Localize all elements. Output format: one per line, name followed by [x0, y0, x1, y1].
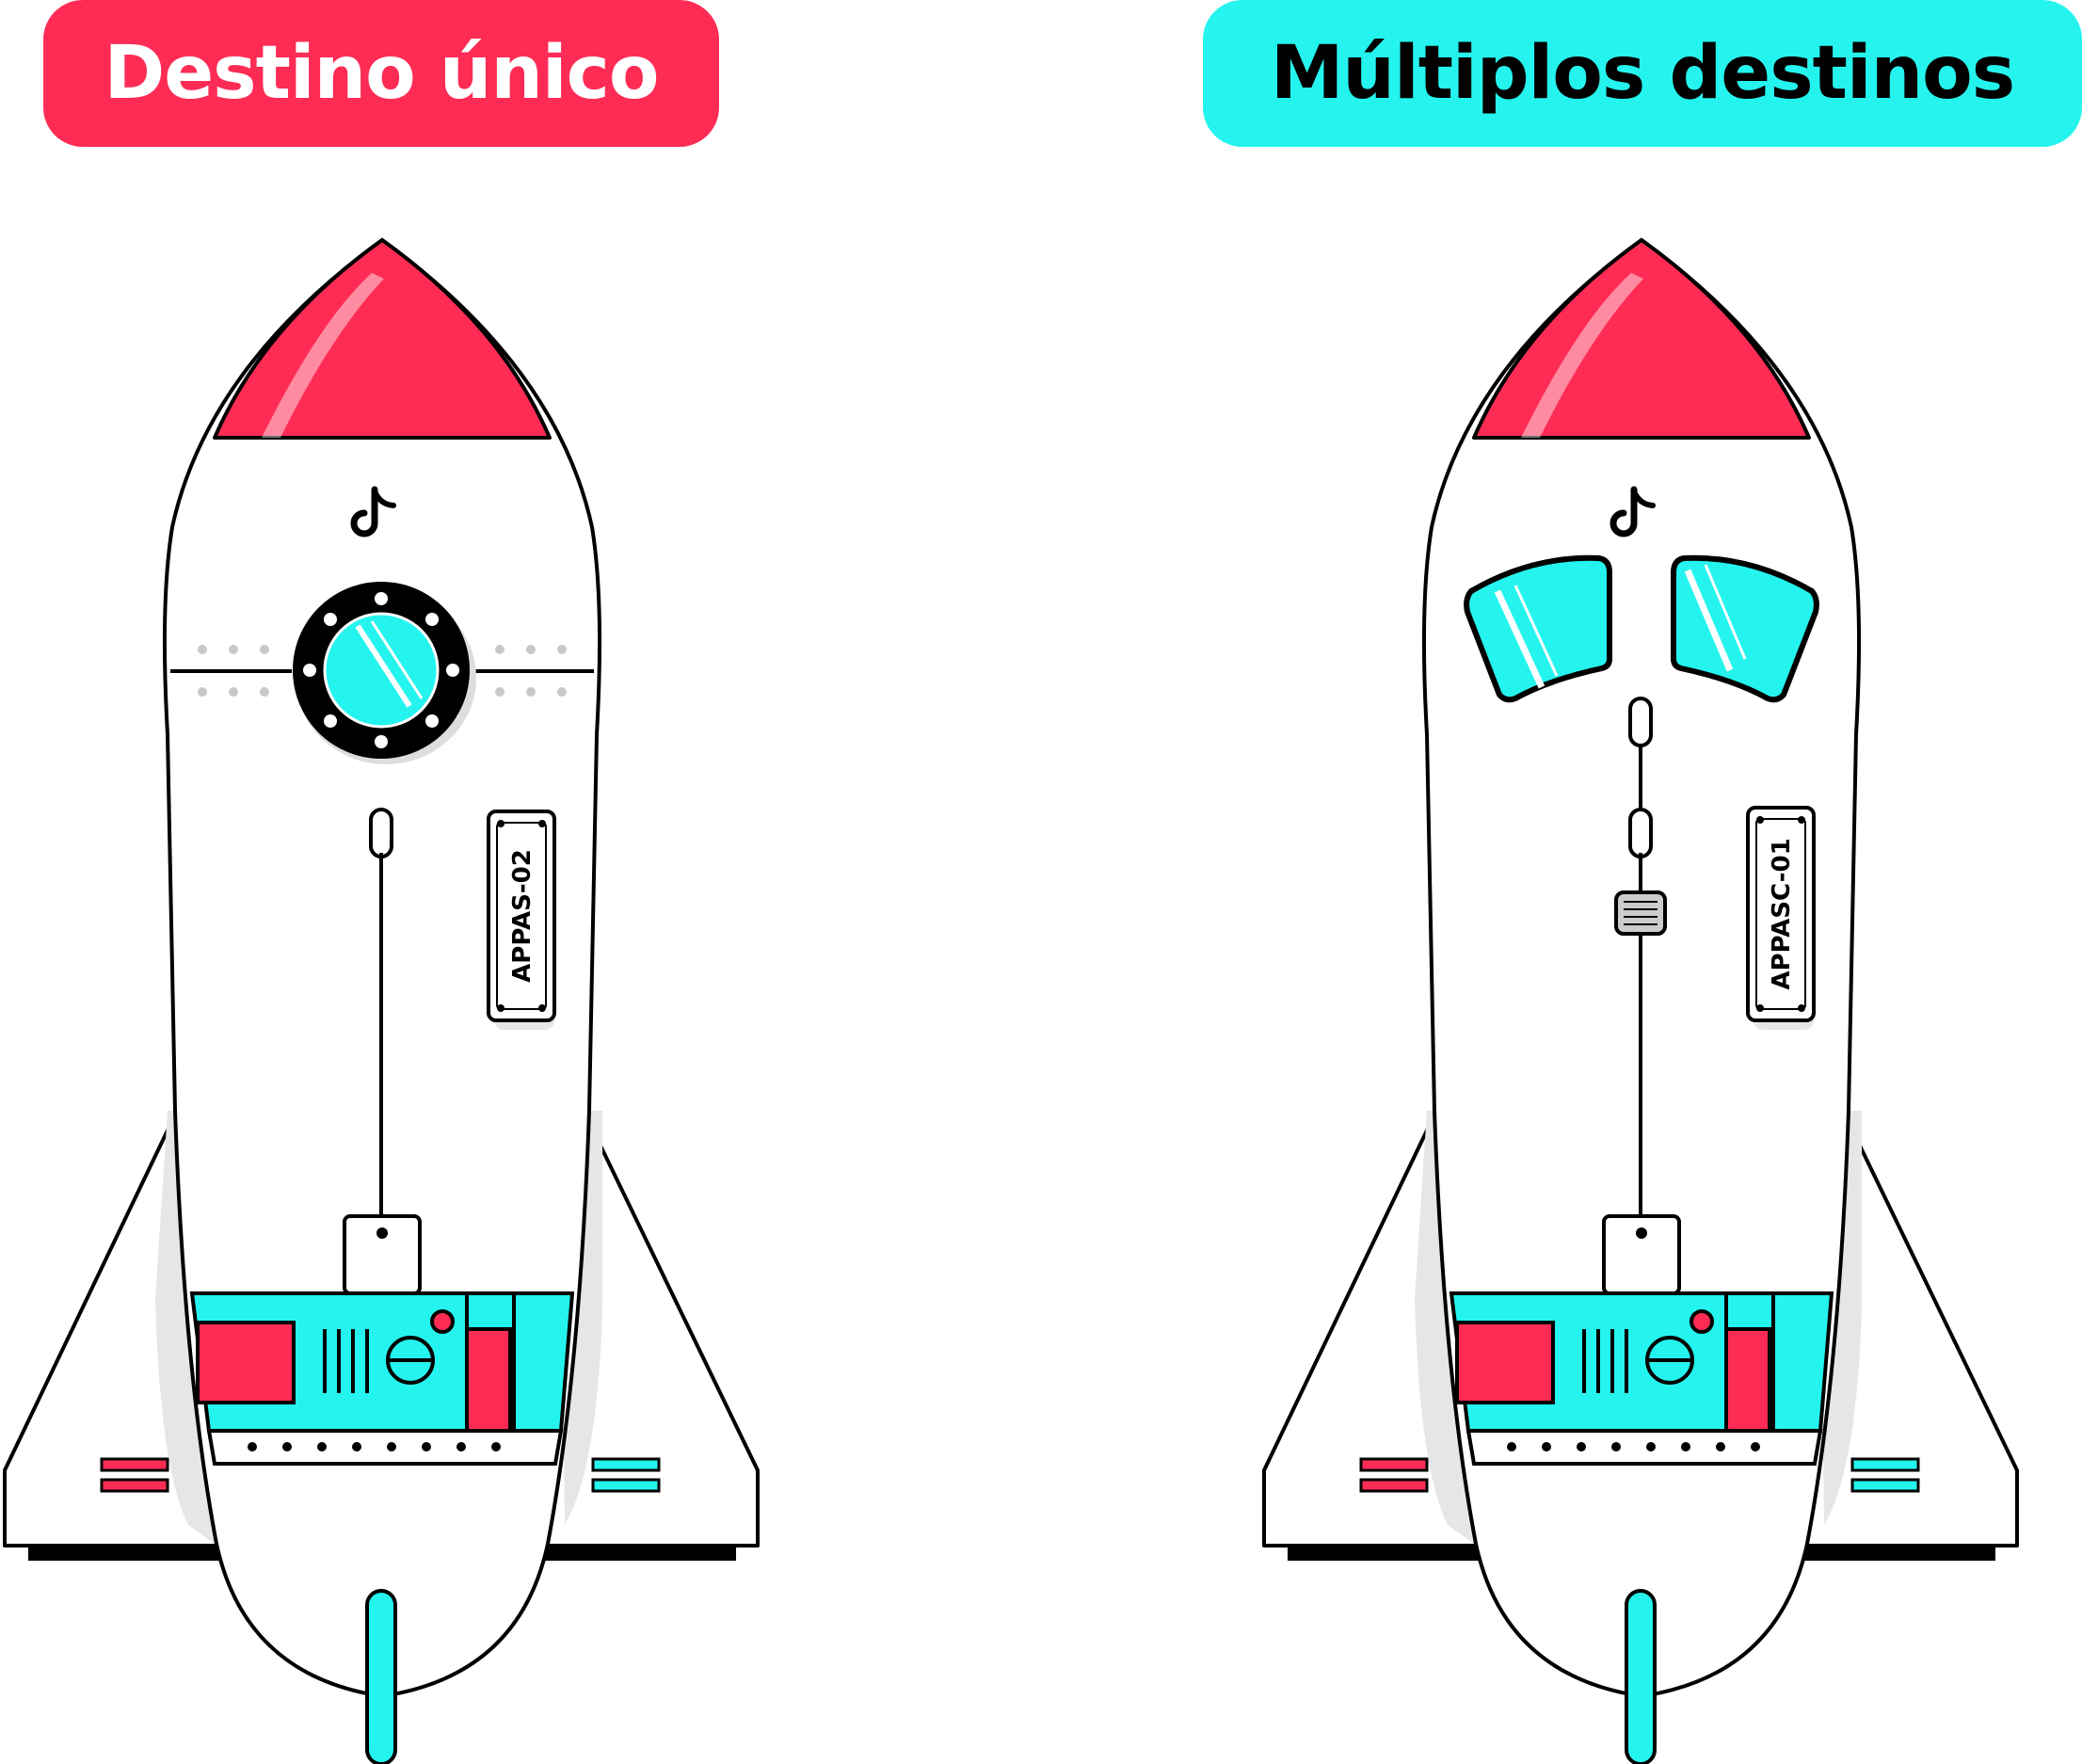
header-multiplos-destinos: Múltiplos destinos: [1203, 0, 2082, 147]
plate-left-label: APPAS-02: [508, 849, 537, 983]
cockpit-window-right: [1671, 554, 1819, 703]
header-destino-unico-label: Destino único: [104, 31, 660, 116]
plate-right-label: APPASC-01: [1768, 838, 1796, 989]
rocket-left: APPAS-02: [5, 240, 758, 1764]
header-multiplos-destinos-label: Múltiplos destinos: [1270, 31, 2015, 116]
plate-left: APPAS-02: [487, 810, 556, 1030]
plate-right: APPASC-01: [1746, 806, 1816, 1030]
header-destino-unico: Destino único: [43, 0, 719, 147]
antenna-knob: [1614, 890, 1667, 936]
cockpit-window-left: [1464, 554, 1612, 703]
rocket-right: APPASC-01: [1264, 240, 2017, 1764]
porthole-window: [293, 582, 476, 764]
